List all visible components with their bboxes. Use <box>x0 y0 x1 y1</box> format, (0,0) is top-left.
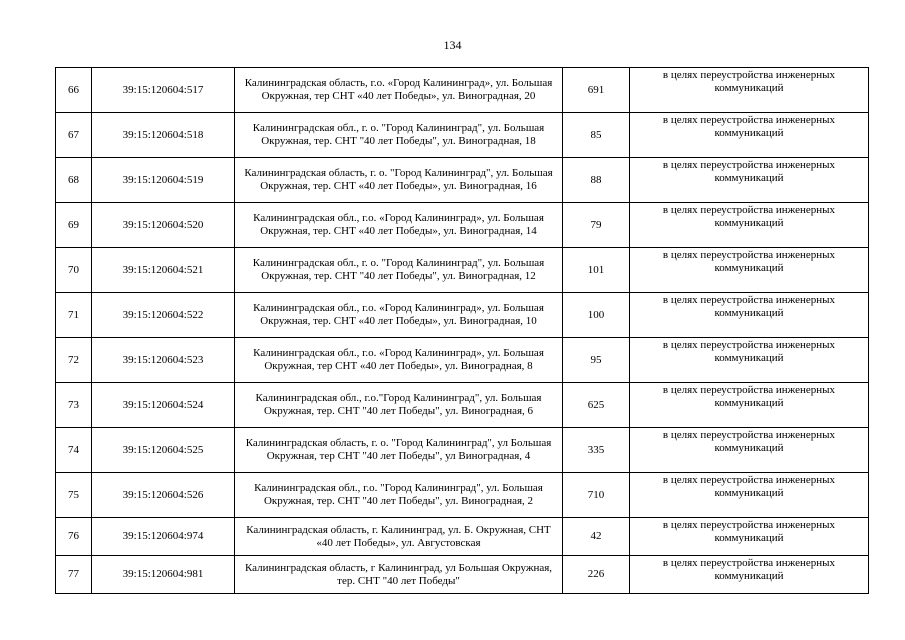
row-number: 75 <box>55 472 92 518</box>
cadastral-number: 39:15:120604:522 <box>91 292 235 338</box>
row-number: 68 <box>55 157 92 203</box>
area: 85 <box>562 112 630 158</box>
purpose: в целях переустройства инженерных коммун… <box>629 517 869 556</box>
address: Калининградская обл., г.о. «Город Калини… <box>234 337 563 383</box>
purpose: в целях переустройства инженерных коммун… <box>629 67 869 113</box>
purpose: в целях переустройства инженерных коммун… <box>629 157 869 203</box>
cadastral-number: 39:15:120604:974 <box>91 517 235 556</box>
address: Калининградская обл., г.о. «Город Калини… <box>234 292 563 338</box>
table-row: 69 39:15:120604:520 Калининградская обл.… <box>55 202 869 248</box>
cadastral-number: 39:15:120604:525 <box>91 427 235 473</box>
cadastral-number: 39:15:120604:518 <box>91 112 235 158</box>
page-number: 134 <box>443 38 462 52</box>
purpose: в целях переустройства инженерных коммун… <box>629 472 869 518</box>
row-number: 74 <box>55 427 92 473</box>
cadastral-number: 39:15:120604:520 <box>91 202 235 248</box>
purpose: в целях переустройства инженерных коммун… <box>629 555 869 594</box>
area: 691 <box>562 67 630 113</box>
row-number: 71 <box>55 292 92 338</box>
table-row: 67 39:15:120604:518 Калининградская обл.… <box>55 112 869 158</box>
purpose: в целях переустройства инженерных коммун… <box>629 247 869 293</box>
cadastral-number: 39:15:120604:981 <box>91 555 235 594</box>
area: 101 <box>562 247 630 293</box>
row-number: 66 <box>55 67 92 113</box>
table-row: 71 39:15:120604:522 Калининградская обл.… <box>55 292 869 338</box>
row-number: 70 <box>55 247 92 293</box>
cadastral-number: 39:15:120604:521 <box>91 247 235 293</box>
table-row: 76 39:15:120604:974 Калининградская обла… <box>55 517 869 556</box>
table-row: 77 39:15:120604:981 Калининградская обла… <box>55 555 869 594</box>
purpose: в целях переустройства инженерных коммун… <box>629 382 869 428</box>
area: 42 <box>562 517 630 556</box>
area: 335 <box>562 427 630 473</box>
area: 95 <box>562 337 630 383</box>
table-row: 68 39:15:120604:519 Калининградская обла… <box>55 157 869 203</box>
address: Калининградская область, г.о. «Город Кал… <box>234 67 563 113</box>
purpose: в целях переустройства инженерных коммун… <box>629 337 869 383</box>
cadastral-number: 39:15:120604:523 <box>91 337 235 383</box>
land-plots-table: 66 39:15:120604:517 Калининградская обла… <box>55 67 869 594</box>
area: 100 <box>562 292 630 338</box>
address: Калининградская область, г. о. "Город Ка… <box>234 427 563 473</box>
area: 79 <box>562 202 630 248</box>
table-row: 70 39:15:120604:521 Калининградская обл.… <box>55 247 869 293</box>
table-row: 75 39:15:120604:526 Калининградская обл.… <box>55 472 869 518</box>
row-number: 77 <box>55 555 92 594</box>
address: Калининградская обл., г. о. "Город Калин… <box>234 247 563 293</box>
address: Калининградская область, г. Калининград,… <box>234 517 563 556</box>
area: 88 <box>562 157 630 203</box>
row-number: 67 <box>55 112 92 158</box>
row-number: 69 <box>55 202 92 248</box>
area: 625 <box>562 382 630 428</box>
purpose: в целях переустройства инженерных коммун… <box>629 202 869 248</box>
row-number: 76 <box>55 517 92 556</box>
table-row: 74 39:15:120604:525 Калининградская обла… <box>55 427 869 473</box>
row-number: 72 <box>55 337 92 383</box>
table-row: 66 39:15:120604:517 Калининградская обла… <box>55 67 869 113</box>
area: 226 <box>562 555 630 594</box>
purpose: в целях переустройства инженерных коммун… <box>629 292 869 338</box>
address: Калининградская область, г Калининград, … <box>234 555 563 594</box>
table-row: 72 39:15:120604:523 Калининградская обл.… <box>55 337 869 383</box>
cadastral-number: 39:15:120604:519 <box>91 157 235 203</box>
cadastral-number: 39:15:120604:524 <box>91 382 235 428</box>
area: 710 <box>562 472 630 518</box>
address: Калининградская обл., г.о. "Город Калини… <box>234 472 563 518</box>
address: Калининградская обл., г. о. "Город Калин… <box>234 112 563 158</box>
address: Калининградская область, г. о. "Город Ка… <box>234 157 563 203</box>
purpose: в целях переустройства инженерных коммун… <box>629 427 869 473</box>
table-row: 73 39:15:120604:524 Калининградская обл.… <box>55 382 869 428</box>
address: Калининградская обл., г.о. «Город Калини… <box>234 202 563 248</box>
address: Калининградская обл., г.о."Город Калинин… <box>234 382 563 428</box>
cadastral-number: 39:15:120604:526 <box>91 472 235 518</box>
row-number: 73 <box>55 382 92 428</box>
purpose: в целях переустройства инженерных коммун… <box>629 112 869 158</box>
cadastral-number: 39:15:120604:517 <box>91 67 235 113</box>
